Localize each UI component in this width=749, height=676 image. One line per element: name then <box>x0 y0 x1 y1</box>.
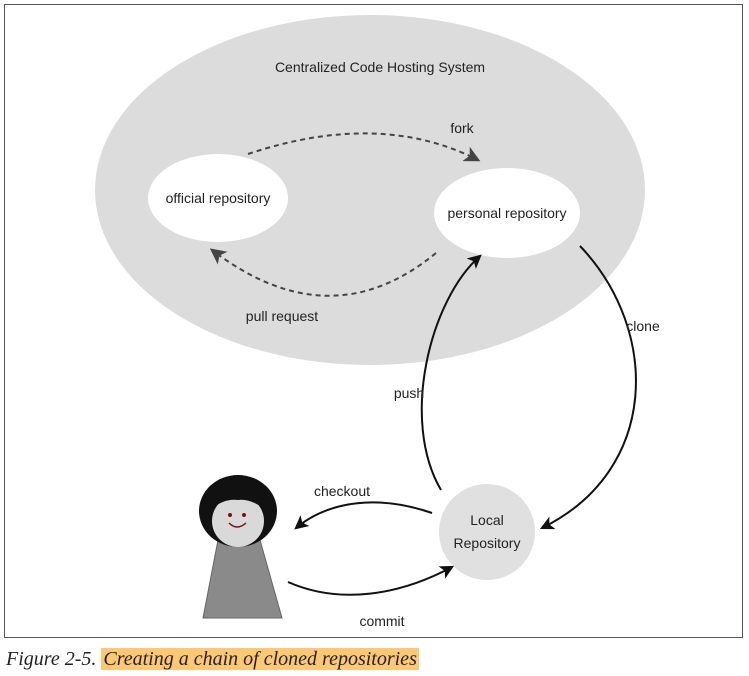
person-body <box>202 539 283 619</box>
caption-prefix: Figure 2-5. <box>6 648 97 670</box>
caption-title-highlighted: Creating a chain of cloned repositories <box>101 648 419 670</box>
push-arrow <box>420 254 482 491</box>
personal-repository-node: personal repository <box>434 168 580 258</box>
local-repository-label-line1: Local <box>470 512 503 528</box>
hosting-system-title: Centralized Code Hosting System <box>275 59 485 75</box>
fork-label: fork <box>450 120 474 136</box>
local-repository-label-line2: Repository <box>454 535 521 551</box>
developer-person-icon <box>199 475 283 619</box>
person-face <box>212 495 264 547</box>
checkout-label: checkout <box>314 483 370 499</box>
push-label: push <box>394 385 424 401</box>
clone-arrow <box>539 245 637 530</box>
commit-label: commit <box>359 613 404 629</box>
personal-repository-label: personal repository <box>447 205 566 221</box>
pull-request-arrow <box>209 248 437 297</box>
local-repository-node: Local Repository <box>439 484 535 580</box>
fork-arrow <box>247 132 481 162</box>
hosting-system-ellipse <box>95 15 645 365</box>
repository-diagram: Centralized Code Hosting System official… <box>95 15 660 629</box>
official-repository-node: official repository <box>148 154 288 242</box>
person-right-eye <box>242 513 246 517</box>
pull-request-label: pull request <box>246 308 318 324</box>
person-bangs <box>210 480 266 510</box>
figure-caption: Figure 2-5. Creating a chain of cloned r… <box>6 644 419 674</box>
commit-arrow <box>287 565 455 596</box>
figure-frame <box>4 4 743 638</box>
checkout-arrow <box>294 501 433 530</box>
person-left-eye <box>228 513 232 517</box>
official-repository-label: official repository <box>166 190 271 206</box>
person-smile <box>228 522 247 528</box>
clone-label: clone <box>626 318 660 334</box>
